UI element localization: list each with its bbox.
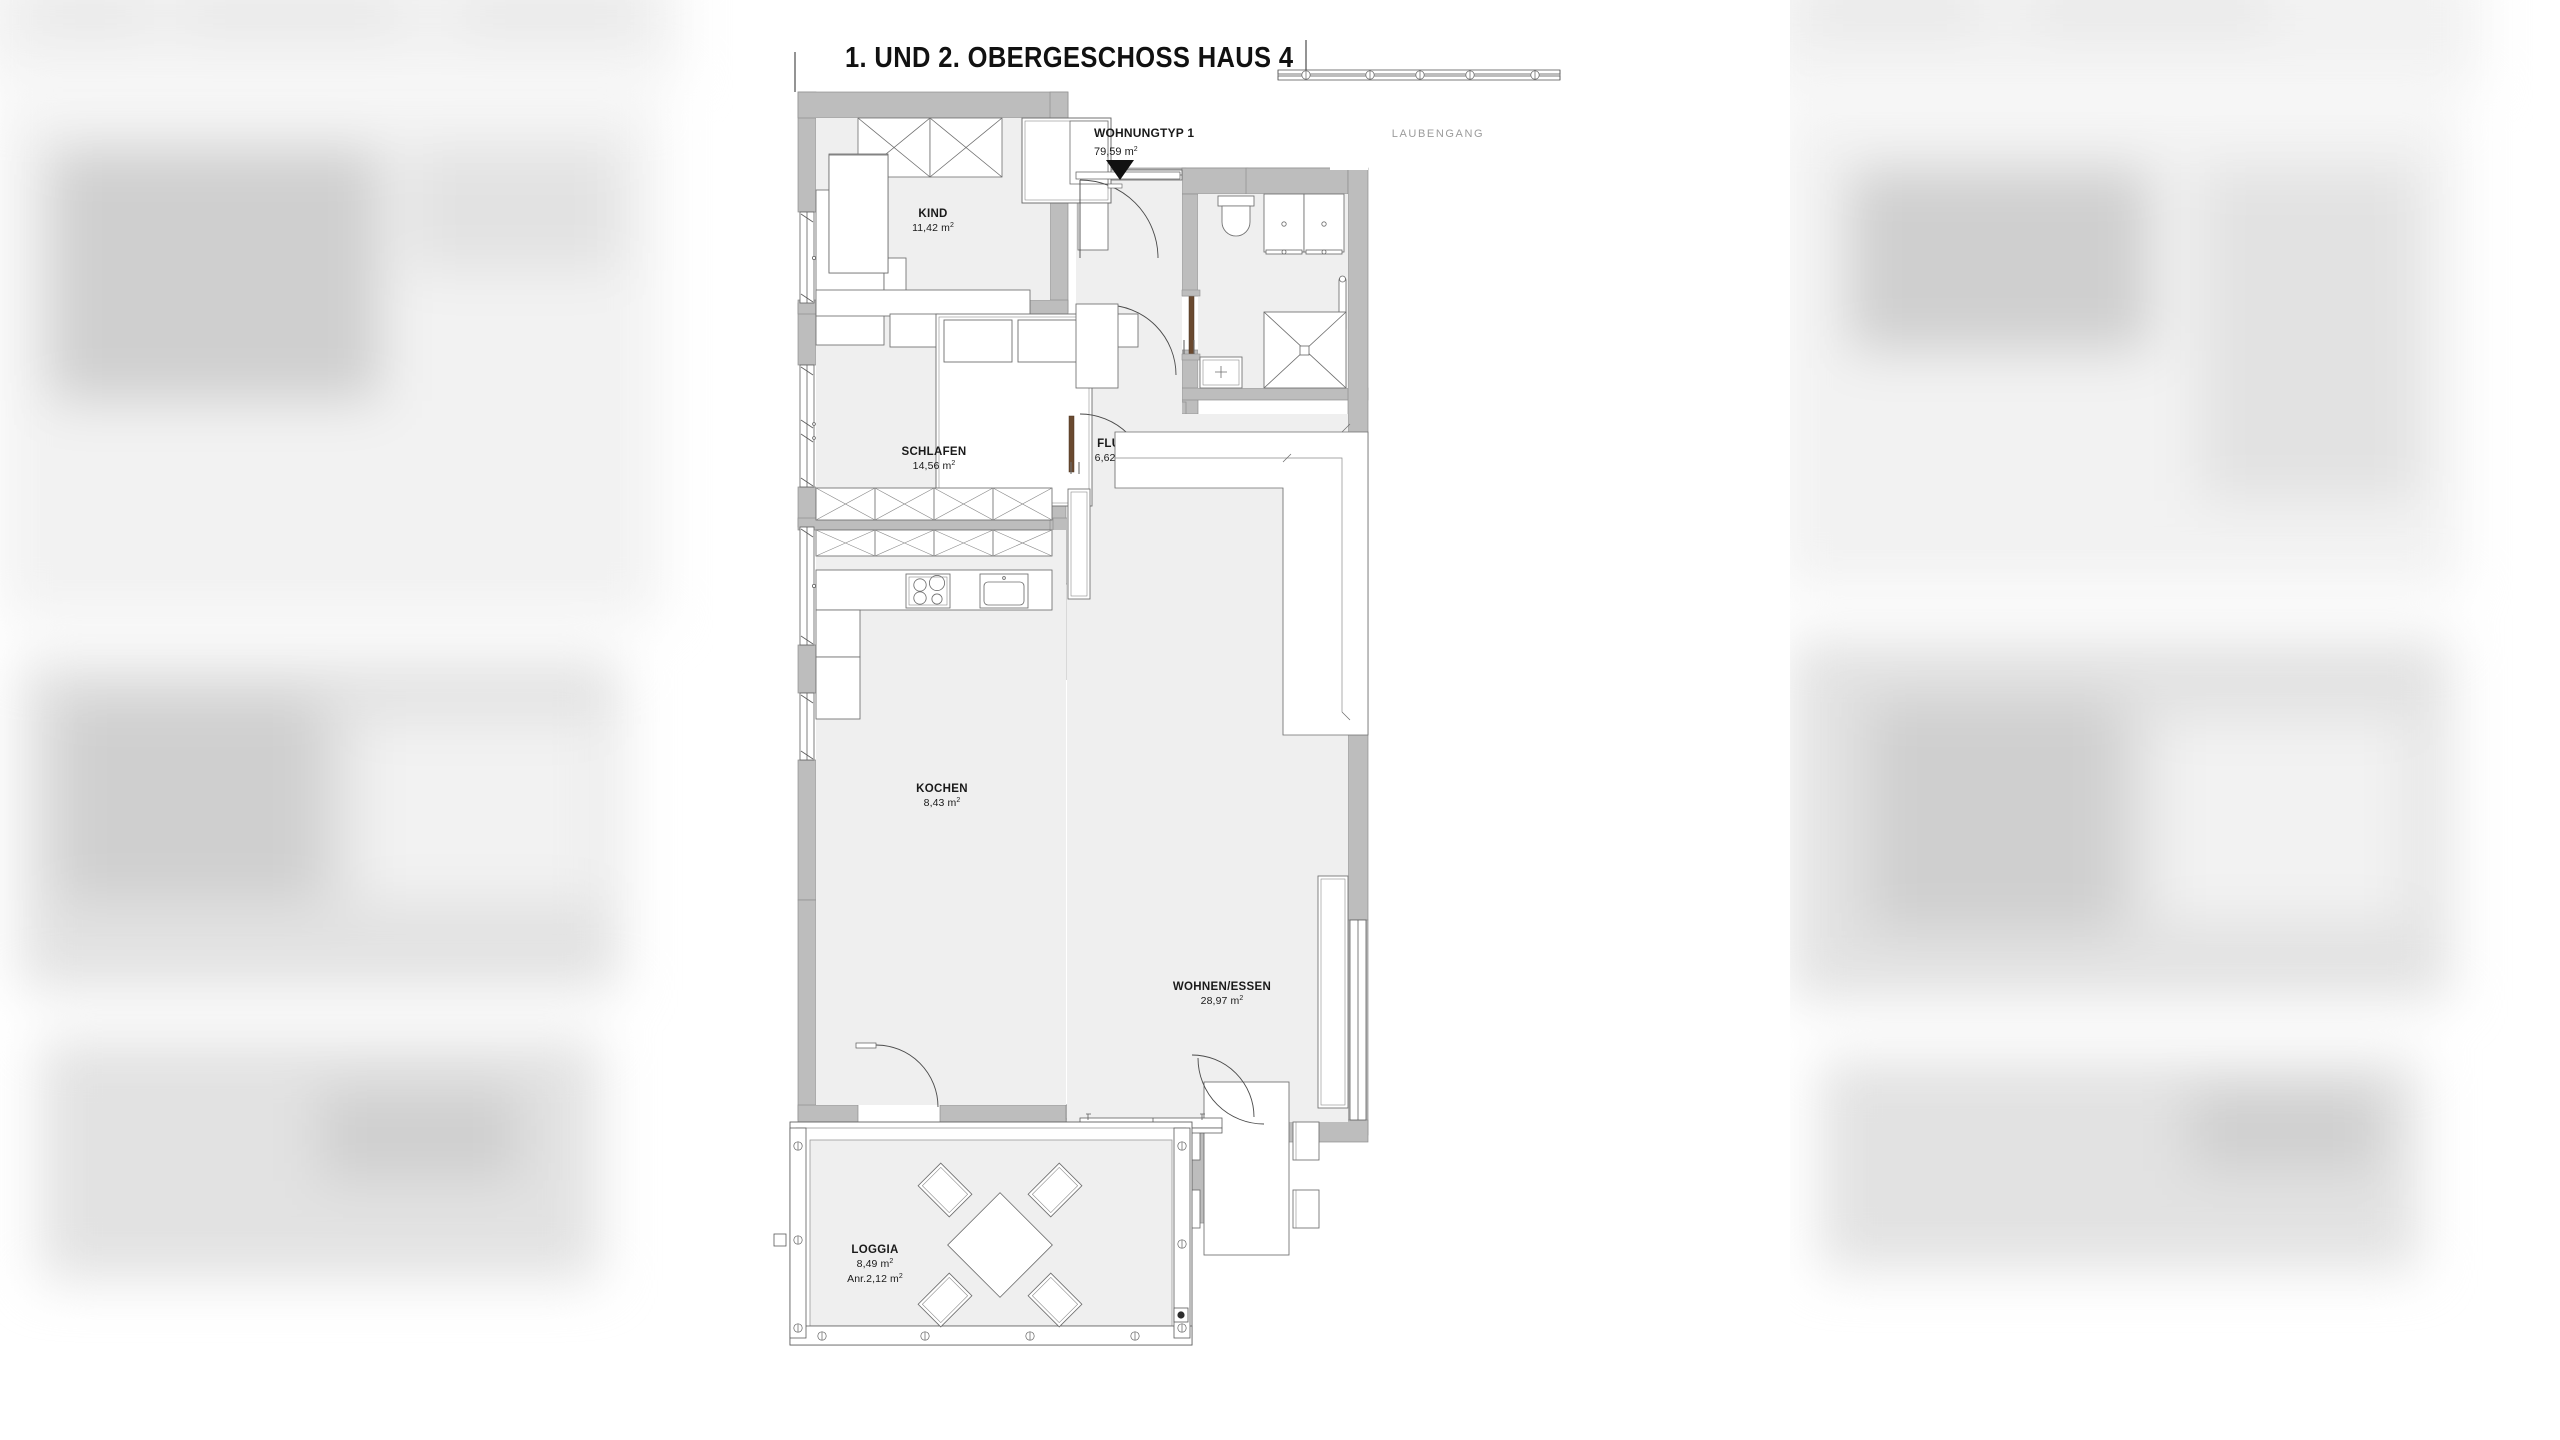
- room-area-kochen: 8,43 m2: [924, 797, 961, 809]
- plan-sheet: 1. UND 2. OBERGESCHOSS HAUS 4: [770, 0, 1790, 1440]
- room-area-wohnen: 28,97 m2: [1201, 995, 1244, 1007]
- unit-type-pointer: [1106, 160, 1134, 180]
- unit-type-area: 79,59 m2: [1094, 146, 1138, 158]
- unit-type-callout: WOHNUNGTYP 1 79,59 m2: [1094, 126, 1194, 180]
- room-loggia: LOGGIA 8,49 m2 Anr.2,12 m2: [773, 1121, 1193, 1346]
- room-label-kind: KIND: [918, 208, 947, 220]
- kochen-upper-cabinets: [815, 529, 1053, 557]
- room-label-schlafen: SCHLAFEN: [901, 446, 966, 458]
- room-label-wohnen: WOHNEN/ESSEN: [1173, 981, 1271, 993]
- schlafen-bed: [935, 313, 1093, 507]
- bad-washing-machine: [1199, 356, 1243, 389]
- floorplan-drawing: KIND 11,42 m2: [770, 0, 1790, 1440]
- kind-cabinet: [815, 289, 1031, 317]
- kitchen-door: [855, 1042, 939, 1108]
- wohnen-sideboard: [1317, 875, 1349, 1109]
- room-area-loggia: 8,49 m2: [857, 1258, 894, 1270]
- room-area-kind: 11,42 m2: [912, 222, 954, 234]
- wohnen-sofa: [1114, 423, 1369, 736]
- door-leaf-bad: [1181, 289, 1201, 361]
- kochen-sink: [979, 573, 1029, 609]
- kochen-tall-units: [815, 609, 861, 720]
- laubengang-railing: [1277, 40, 1561, 81]
- room-bad: BAD 7,47 m2: [1199, 193, 1347, 464]
- flur-wardrobe: [1075, 303, 1119, 389]
- room-wohnen: WOHNEN/ESSEN 28,97 m2: [828, 153, 1369, 1256]
- windows: [799, 169, 1367, 1121]
- room-kind: KIND 11,42 m2: [815, 117, 1112, 346]
- unit-type-label: WOHNUNGTYP 1: [1094, 126, 1194, 140]
- page-title: 1. UND 2. OBERGESCHOSS HAUS 4: [845, 42, 1294, 74]
- loggia-door: [1197, 1057, 1265, 1125]
- room-area-schlafen: 14,56 m2: [913, 460, 956, 472]
- room-schlafen: SCHLAFEN 14,56 m2: [815, 313, 1139, 521]
- room-flur: FLUR 6,62 m2: [1075, 166, 1201, 464]
- bad-toilet: [1217, 195, 1255, 237]
- loggia-entry-door: [1191, 1054, 1255, 1118]
- laubengang-label: LAUBENGANG: [1392, 128, 1484, 140]
- room-label-loggia: LOGGIA: [851, 1244, 898, 1256]
- flur-entrance-door: [1075, 171, 1181, 259]
- bad-shower: [1263, 311, 1347, 389]
- room-area-loggia-anrechenbar: Anr.2,12 m2: [847, 1273, 903, 1285]
- loggia-railing: [773, 1127, 1193, 1346]
- background-blur-left: [0, 0, 770, 1440]
- loggia-table-set: [917, 1162, 1083, 1328]
- background-blur-right: [1790, 0, 2560, 1440]
- wohnen-shelf: [1067, 488, 1091, 600]
- flur-living-door: [1105, 304, 1177, 376]
- schlafen-wardrobe: [815, 487, 1053, 521]
- bad-vanity: [1263, 193, 1345, 255]
- room-kochen: KOCHEN 8,43 m2: [815, 529, 1053, 809]
- kochen-hob: [905, 573, 951, 609]
- room-label-kochen: KOCHEN: [916, 783, 968, 795]
